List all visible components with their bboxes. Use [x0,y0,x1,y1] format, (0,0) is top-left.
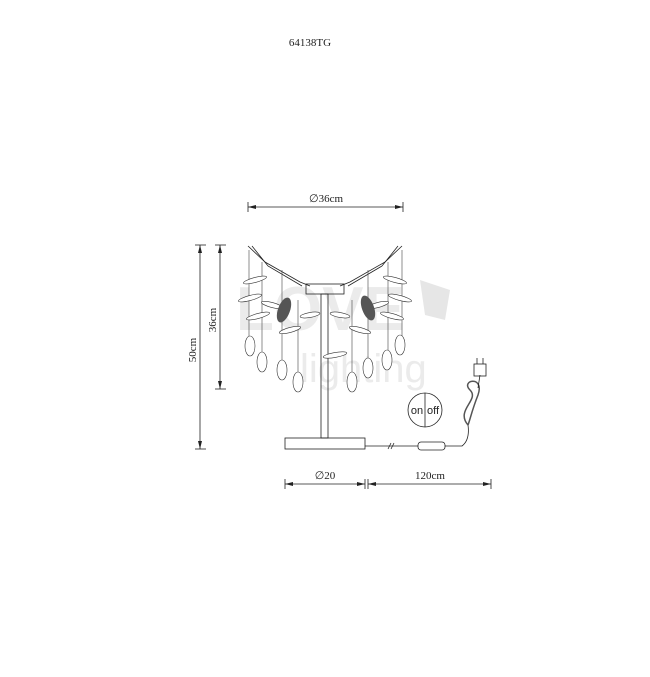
dimension-shade-height: 36cm [207,244,226,390]
dimension-base-diameter: ∅20 [284,470,366,489]
dimension-top-diameter: ∅36cm [247,193,404,212]
label-off: off [427,405,440,417]
dimension-total-height: 50cm [187,244,206,450]
watermark: LOVE lighting [236,275,450,391]
lamp-body [238,245,412,450]
dimension-cord-length: 120cm [367,470,492,489]
label-on: on [411,405,423,417]
switch-legend: on off [407,392,443,428]
label-total-height: 50cm [187,337,199,362]
cord-with-switch [365,358,487,451]
model-title: 64138TG [289,37,331,49]
label-shade-height: 36cm [207,307,219,332]
watermark-diamond-icon [420,280,450,320]
watermark-love: LOVE [236,275,405,344]
label-base-diameter: ∅20 [315,470,336,482]
label-cord-length: 120cm [415,470,445,482]
label-top-diameter: ∅36cm [309,193,343,205]
